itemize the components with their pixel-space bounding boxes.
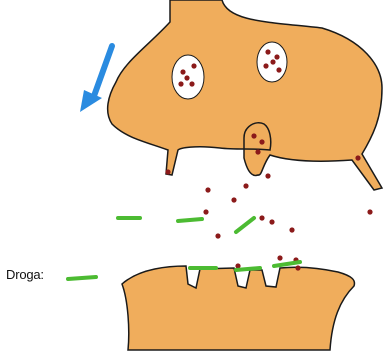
neurotransmitter-molecule: [263, 63, 268, 68]
neurotransmitter-molecule: [295, 265, 300, 270]
neurotransmitter-molecule: [355, 155, 360, 160]
neurotransmitter-molecule: [265, 173, 270, 178]
neurotransmitter-molecule: [274, 54, 279, 59]
neurotransmitter-molecule: [178, 81, 183, 86]
neurotransmitter-molecule: [269, 219, 274, 224]
neurotransmitter-molecule: [277, 255, 282, 260]
neurotransmitter-molecule: [184, 75, 189, 80]
neurotransmitter-molecule: [243, 183, 248, 188]
neurotransmitter-molecule: [289, 227, 294, 232]
neurotransmitter-molecule: [255, 149, 260, 154]
postsynaptic-terminal: [122, 266, 354, 350]
neurotransmitter-molecule: [259, 139, 264, 144]
neurotransmitter-molecule: [203, 209, 208, 214]
drug-label: Droga:: [6, 267, 44, 282]
drug-molecule: [236, 268, 260, 270]
neurotransmitter-molecule: [367, 209, 372, 214]
neurotransmitter-molecule: [276, 67, 281, 72]
neurotransmitter-molecule: [215, 233, 220, 238]
drug-molecule: [274, 262, 300, 266]
neurotransmitter-molecule: [165, 169, 170, 174]
neurotransmitter-molecule: [189, 81, 194, 86]
neurotransmitter-molecule: [251, 133, 256, 138]
arrow-down-left-icon: [80, 46, 112, 112]
presynaptic-terminal: [108, 0, 382, 190]
neurotransmitter-molecule: [259, 215, 264, 220]
drug-molecule: [236, 218, 254, 232]
drug-molecule: [68, 277, 96, 279]
neurotransmitter-molecule: [231, 197, 236, 202]
drug-molecule: [178, 219, 202, 221]
neurotransmitter-molecule: [205, 187, 210, 192]
neurotransmitter-molecule: [265, 49, 270, 54]
neurotransmitter-molecule: [191, 63, 196, 68]
neurotransmitter-molecule: [270, 59, 275, 64]
neurotransmitter-molecule: [180, 69, 185, 74]
